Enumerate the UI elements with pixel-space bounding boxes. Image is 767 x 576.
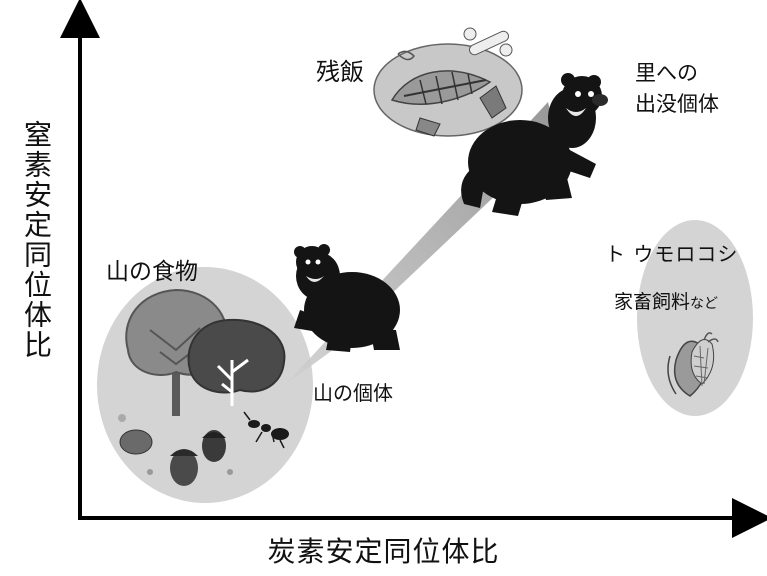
bear-icon xyxy=(461,73,608,216)
tree-icon xyxy=(125,288,286,416)
livestock-feed-suffix: など xyxy=(690,296,719,312)
village-individual-label-line2: 出没個体 xyxy=(635,92,719,116)
village-individual-label: 里への 出没個体 xyxy=(635,58,719,120)
corn-ellipse xyxy=(637,220,753,416)
corn-label: ト ウモロコシ xyxy=(605,242,739,266)
livestock-feed-text: 家畜飼料 xyxy=(614,291,691,313)
livestock-feed-label: 家畜飼料など xyxy=(614,287,718,314)
bear-icon xyxy=(294,244,400,352)
village-individual-label-line1: 里への xyxy=(635,61,698,85)
y-axis-label: 窒素安定同位体比 xyxy=(20,120,53,360)
acorn-icon xyxy=(118,414,233,486)
corn-icon xyxy=(667,332,719,397)
ant-icon xyxy=(243,411,289,449)
mountain-individual-label: 山の個体 xyxy=(313,381,393,405)
leftover-food-label: 残飯 xyxy=(316,58,364,86)
fish-bone-icon xyxy=(373,27,523,137)
x-axis-label: 炭素安定同位体比 xyxy=(267,535,500,568)
mountain-food-label: 山の食物 xyxy=(106,259,198,285)
